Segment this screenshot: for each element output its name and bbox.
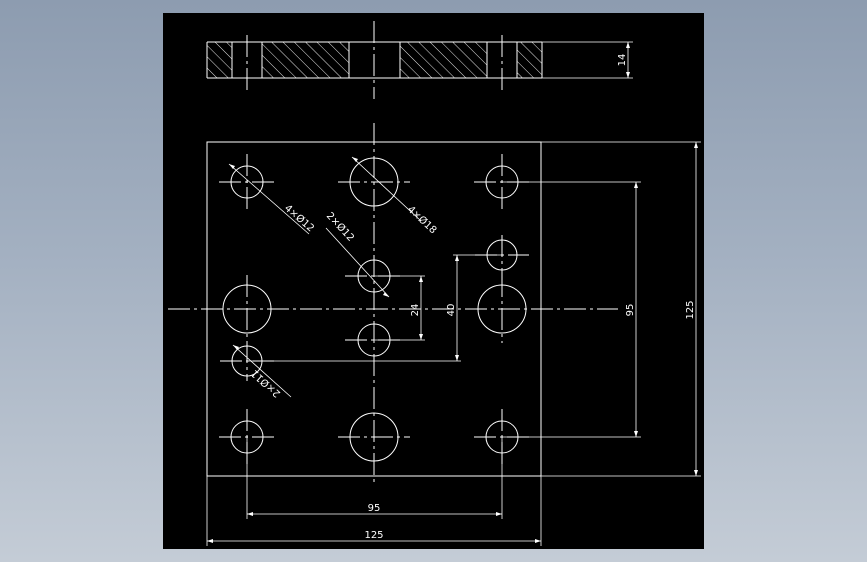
- dim-40-label: 40: [446, 304, 457, 317]
- cad-drawing-canvas: 14: [163, 13, 704, 549]
- callout-large-holes: 4×Ø18: [405, 203, 439, 236]
- dim-24-label: 24: [410, 304, 421, 317]
- callout-side-holes: 2×Ø11: [249, 367, 283, 400]
- plate-drawing: 14: [168, 21, 701, 546]
- dim-95-right-label: 95: [625, 304, 636, 317]
- section-hatch-4: [517, 42, 542, 78]
- dim-95-bottom-label: 95: [368, 503, 381, 514]
- section-view: 14: [206, 21, 633, 99]
- callout-corner-holes: 4×Ø12: [282, 202, 317, 234]
- dim-125-right-label: 125: [685, 300, 696, 319]
- thickness-dim-label: 14: [617, 54, 628, 67]
- dim-125-bottom-label: 125: [364, 530, 383, 541]
- callout-center-holes: 2×Ø12: [324, 210, 357, 244]
- plan-view: 24 40 95 125 95 125 4×Ø12 4×Ø18 2×Ø12 2×…: [168, 123, 701, 546]
- section-hatch-2: [262, 42, 349, 78]
- section-hatch-3: [400, 42, 487, 78]
- section-hatch-1: [207, 42, 232, 78]
